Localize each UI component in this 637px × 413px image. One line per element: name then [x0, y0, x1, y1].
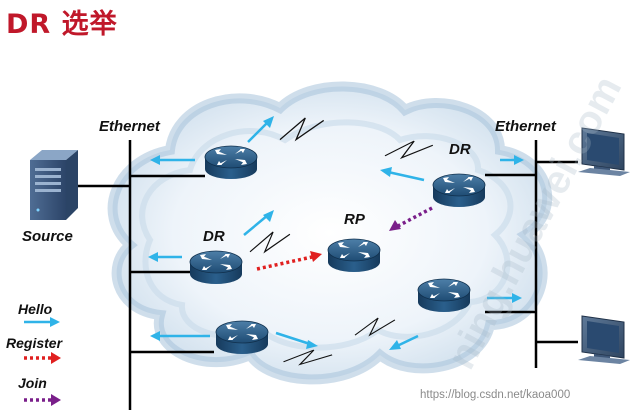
legend: Hello Register Join: [6, 301, 64, 406]
router-bottom-left-icon[interactable]: [215, 320, 269, 355]
register-arrow: [256, 251, 322, 271]
router-dr-right-icon[interactable]: [432, 173, 486, 208]
hello-arrows: [148, 116, 524, 350]
legend-hello-label: Hello: [18, 301, 53, 317]
router-bottom-right-icon[interactable]: [417, 278, 471, 313]
legend-hello-arrowhead: [50, 317, 60, 327]
legend-join-label: Join: [18, 375, 47, 391]
label-dr-left: DR: [203, 228, 225, 245]
legend-register-arrowhead: [51, 352, 61, 364]
label-source: Source: [22, 228, 73, 245]
legend-join-arrowhead: [51, 394, 61, 406]
watermark-url: https://blog.csdn.net/kaoa000: [420, 389, 571, 401]
router-rp-icon[interactable]: [327, 238, 381, 273]
page-title: DR 选举: [6, 9, 118, 40]
router-top-left-icon[interactable]: [204, 145, 258, 180]
lan-links: [78, 160, 578, 354]
label-dr-right: DR: [449, 141, 471, 158]
pc-icon-bottom[interactable]: [578, 315, 630, 364]
join-arrow: [389, 206, 433, 231]
label-ethernet-left: Ethernet: [99, 118, 161, 135]
pc-icon-top[interactable]: [578, 127, 630, 176]
legend-register-label: Register: [6, 335, 64, 351]
label-ethernet-right: Ethernet: [495, 118, 557, 135]
label-rp: RP: [344, 211, 366, 228]
router-dr-left-icon[interactable]: [189, 250, 243, 285]
server-icon[interactable]: [30, 150, 78, 220]
